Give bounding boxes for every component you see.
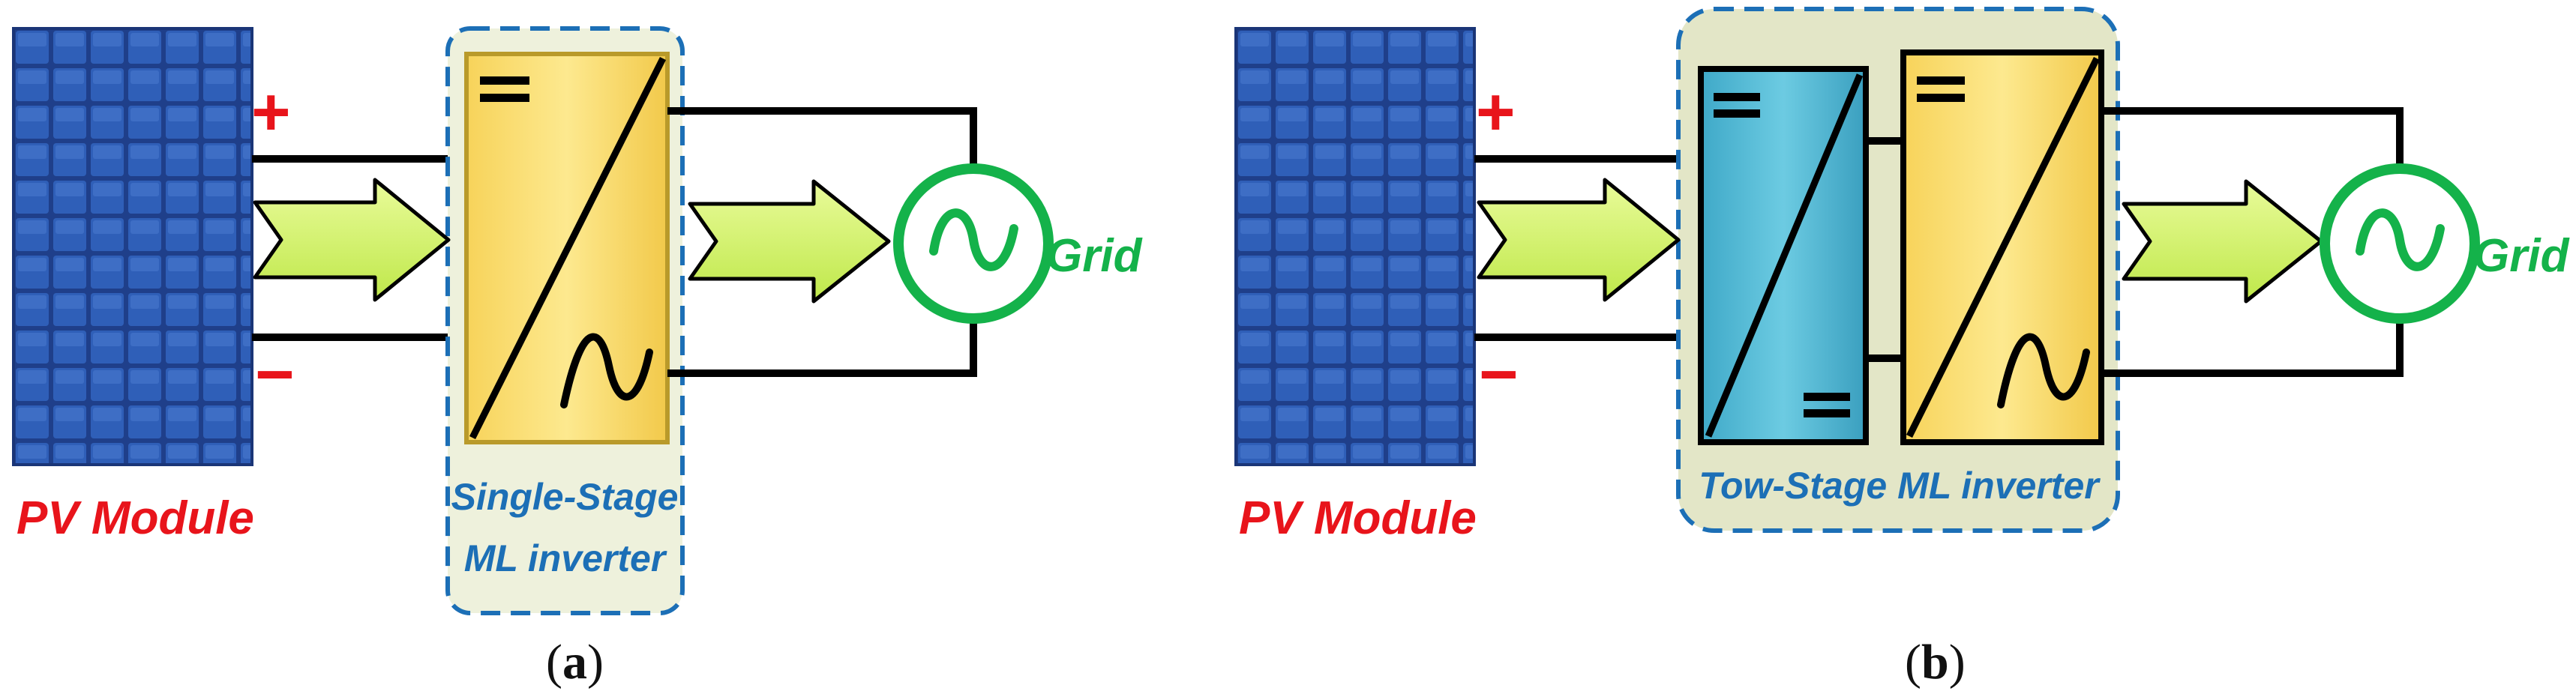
- ac-source-icon: [2320, 163, 2480, 324]
- flow-arrow-icon: [688, 179, 891, 304]
- ac-source-icon: [893, 163, 1054, 324]
- dc-dc-converter-block: [1698, 66, 1869, 445]
- minus-sign: −: [255, 337, 295, 412]
- dc-symbol-icon: [1917, 76, 1965, 102]
- caption-b: (b): [1905, 635, 1966, 690]
- ac-output-wire-bottom: [667, 322, 977, 377]
- pv-panel-icon: [1234, 27, 1476, 466]
- dc-ac-converter-block: [464, 52, 670, 444]
- ac-output-wire-top: [2101, 107, 2404, 165]
- ac-output-wire-bottom: [2101, 322, 2404, 377]
- panel-a: + − Grid PV Module: [12, 26, 1143, 690]
- dc-symbol-icon: [1714, 93, 1760, 118]
- dc-symbol-icon: [1804, 393, 1850, 417]
- dc-ac-converter-block: [1900, 49, 2104, 445]
- flow-arrow-icon: [2122, 179, 2323, 304]
- caption-a: (a): [546, 635, 604, 690]
- pv-panel-icon: [12, 27, 253, 466]
- minus-sign: −: [1479, 337, 1519, 412]
- plus-sign: +: [251, 75, 291, 150]
- pv-module-label: PV Module: [1239, 492, 1477, 544]
- inverter-label: Tow-Stage ML inverter: [1699, 465, 2101, 507]
- pv-module-label: PV Module: [16, 492, 254, 544]
- ac-output-wire-top: [667, 107, 977, 165]
- grid-label: Grid: [1046, 230, 1143, 282]
- inverter-label-line1: Single-Stage: [451, 476, 679, 518]
- inverter-label-line2: ML inverter: [464, 537, 667, 579]
- plus-sign: +: [1476, 75, 1516, 150]
- ac-sine-icon: [1997, 333, 2090, 408]
- flow-arrow-icon: [253, 178, 451, 302]
- panel-b: + −: [1234, 7, 2570, 690]
- flow-arrow-icon: [1477, 178, 1681, 302]
- dc-symbol-icon: [480, 76, 529, 102]
- grid-label: Grid: [2473, 230, 2570, 282]
- ac-sine-icon: [560, 333, 653, 408]
